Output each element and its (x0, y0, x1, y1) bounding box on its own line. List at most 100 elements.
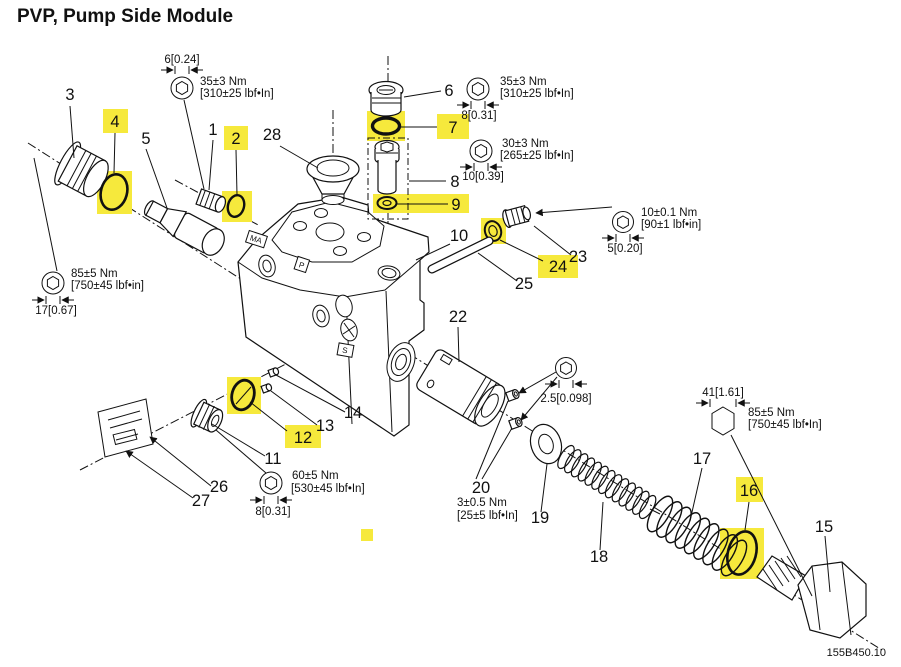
part-2-oring (226, 193, 246, 219)
torque-nm: 30±3 Nm (502, 138, 549, 150)
highlight-label-12 (285, 425, 321, 448)
highlight-label-24 (538, 255, 578, 278)
dim-label: 8[0.31] (255, 506, 290, 518)
highlight-label-2 (224, 126, 248, 150)
torque-lbf: [265±25 lbf•In] (500, 150, 574, 162)
dim-label: 2.5[0.098] (540, 393, 591, 405)
part-number-labels: 1 2 3 4 5 6 7 8 9 10 11 12 13 14 15 16 1… (65, 82, 833, 566)
part-8-sleeve (367, 137, 409, 220)
part-label-22: 22 (449, 308, 467, 326)
torque-callout-5-020: 10±0.1 Nm [90±1 lbf•in] 5[0.20] (602, 207, 701, 255)
part-label-4: 4 (110, 113, 119, 131)
part-label-23: 23 (569, 248, 587, 266)
highlight-label-4 (103, 109, 128, 133)
torque-lbf: [25±5 lbf•In] (457, 510, 518, 522)
torque-nm: 85±5 Nm (748, 407, 795, 419)
torque-callout-10-039: 30±3 Nm [265±25 lbf•In] 10[0.39] (460, 138, 574, 183)
part-label-2: 2 (231, 130, 240, 148)
dim-label: 6[0.24] (164, 54, 199, 66)
torque-callout-8-031-top: 35±3 Nm [310±25 lbf•In] 8[0.31] (457, 76, 574, 122)
part-15-plug (756, 555, 867, 639)
part-12-oring (230, 378, 256, 412)
dim-label: 8[0.31] (461, 110, 496, 122)
part-label-10: 10 (450, 227, 468, 245)
part-label-7: 7 (448, 119, 457, 137)
leader-lines (33, 90, 831, 597)
part-22-cylinder (416, 349, 506, 427)
body-mark-p: P (298, 260, 306, 270)
body-marks: MA P S (244, 229, 355, 358)
part-25-pin (427, 236, 494, 274)
torque-callout-8-031-bottom: 60±5 Nm [530±45 lbf•In] 8[0.31] (250, 470, 365, 518)
torque-lbf: [310±25 lbf•In] (500, 88, 574, 100)
highlight-label-7 (437, 114, 469, 139)
part-label-8: 8 (450, 173, 459, 191)
body-mark-s: S (342, 346, 349, 356)
part-13-screw (260, 383, 273, 394)
stray-highlight-mark (361, 529, 373, 541)
part-23-screw (502, 204, 532, 228)
part-1-plug (195, 188, 227, 213)
part-9-ring (376, 196, 398, 210)
part-20-screws (505, 388, 523, 431)
part-label-27: 27 (192, 492, 210, 510)
part-label-28: 28 (263, 126, 281, 144)
torque-nm: 60±5 Nm (292, 470, 339, 482)
part-label-26: 26 (210, 478, 228, 496)
part-label-5: 5 (141, 130, 150, 148)
dim-label: 17[0.67] (35, 305, 77, 317)
part-17-spring (646, 495, 748, 577)
torque-nm: 35±3 Nm (500, 76, 547, 88)
page-title: PVP, Pump Side Module (17, 6, 234, 27)
torque-callout-2-5-0098: 2.5[0.098] 3±0.5 Nm [25±5 lbf•In] (457, 357, 592, 522)
part-label-9: 9 (451, 196, 460, 214)
part-18-spring (557, 444, 657, 520)
part-4-oring (99, 172, 129, 212)
part-19-washer (529, 423, 563, 465)
torque-callout-6-024: 6[0.24] 35±3 Nm [310±25 lbf•In] (161, 54, 274, 100)
part-14-screw (267, 367, 280, 378)
torque-lbf: [750±45 lbf•in] (71, 280, 144, 292)
part-5-plunger (143, 200, 225, 256)
torque-lbf: [530±45 lbf•In] (291, 483, 365, 495)
part-label-3: 3 (65, 86, 74, 104)
part-label-12: 12 (294, 429, 312, 447)
part-24-oring (483, 220, 503, 242)
part-label-1: 1 (208, 121, 217, 139)
part-6-plug (368, 80, 404, 117)
torque-nm: 3±0.5 Nm (457, 497, 507, 509)
part-label-15: 15 (815, 518, 833, 536)
torque-nm: 35±3 Nm (200, 76, 247, 88)
part-label-6: 6 (444, 82, 453, 100)
torque-callout-17-067: 85±5 Nm [750±45 lbf•in] 17[0.67] (32, 268, 144, 317)
part-label-18: 18 (590, 548, 608, 566)
valve-body: MA P S (237, 196, 430, 437)
torque-lbf: [90±1 lbf•in] (641, 219, 701, 231)
part-label-24: 24 (549, 258, 567, 276)
part-label-11: 11 (264, 450, 281, 468)
body-mark-ma: MA (249, 233, 264, 245)
body-ports (258, 254, 416, 382)
torque-nm: 85±5 Nm (71, 268, 118, 280)
part-28-funnel (306, 155, 360, 205)
torque-lbf: [750±45 lbf•In] (748, 419, 822, 431)
dim-label: 41[1.61] (702, 387, 744, 399)
part-label-25: 25 (515, 275, 533, 293)
identification-tag (97, 398, 154, 458)
torque-callout-41-161: 41[1.61] 85±5 Nm [750±45 lbf•In] (696, 387, 822, 436)
torque-lbf: [310±25 lbf•In] (200, 88, 274, 100)
dim-label: 10[0.39] (462, 171, 504, 183)
part-16-oring (726, 530, 758, 576)
torque-nm: 10±0.1 Nm (641, 207, 697, 219)
part-label-17: 17 (693, 450, 711, 468)
dim-label: 5[0.20] (607, 243, 642, 255)
part-label-14: 14 (344, 404, 362, 422)
part-label-20: 20 (472, 479, 490, 497)
drawing-number: 155B450.10 (827, 647, 886, 659)
part-7-oring (370, 116, 402, 136)
part-label-19: 19 (531, 509, 549, 527)
part-label-13: 13 (316, 417, 334, 435)
exploded-parts-diagram: MA P S (27, 54, 886, 659)
part-label-16: 16 (740, 482, 758, 500)
